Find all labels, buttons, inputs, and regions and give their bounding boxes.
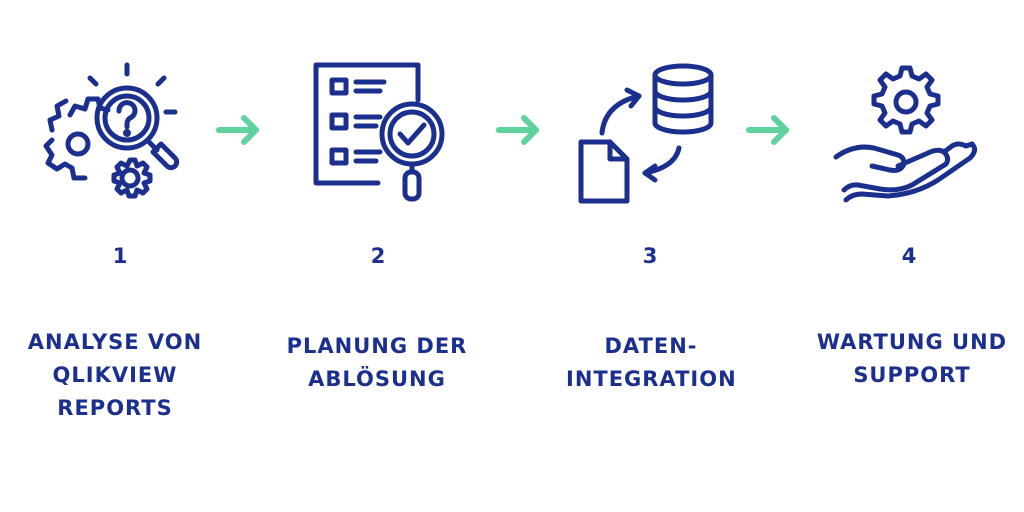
step-number-3: 3	[642, 244, 658, 268]
step-label-2: PLANUNG DER ABLÖSUNG	[286, 334, 468, 391]
step-number-2: 2	[370, 244, 386, 268]
document-database-sync-icon	[575, 60, 720, 208]
step-number-4: 4	[901, 244, 917, 268]
arrow-right-icon	[216, 114, 262, 150]
step-label-3: DATEN-INTEGRATION	[566, 334, 737, 391]
hand-gear-icon	[832, 60, 982, 205]
step-label-4: WARTUNG UND SUPPORT	[816, 330, 1008, 387]
gears-magnifier-question-icon	[40, 60, 200, 210]
arrow-right-icon	[496, 114, 542, 150]
step-number-1: 1	[112, 244, 128, 268]
arrow-right-icon	[746, 114, 792, 150]
step-label-1: ANALYSE VON QLIKVIEW REPORTS	[27, 330, 203, 420]
checklist-magnifier-check-icon	[310, 60, 450, 205]
